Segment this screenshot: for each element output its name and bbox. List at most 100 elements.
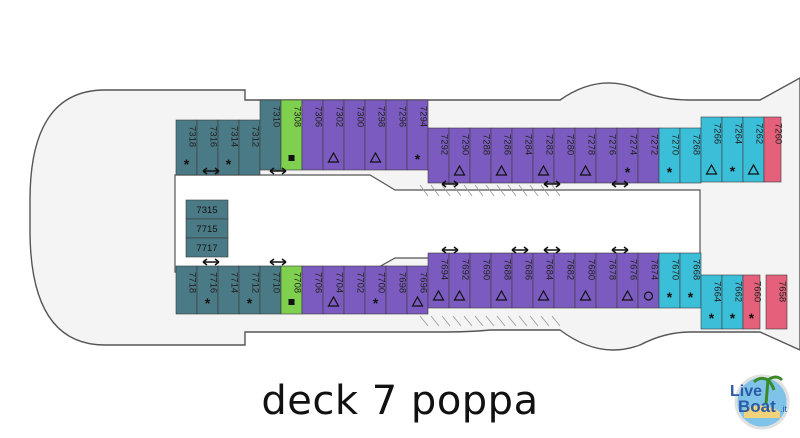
triangle-icon xyxy=(495,164,508,176)
center-cabin-7315[interactable]: 7315 xyxy=(185,199,229,220)
cabin-number: 7692 xyxy=(460,259,471,280)
bottom-cabin-7670[interactable]: 7670* xyxy=(658,252,681,309)
top-cabin-7294[interactable]: 7294* xyxy=(406,99,429,171)
cabin-number: 7706 xyxy=(313,272,324,293)
bottom-cabin-7660[interactable]: 7660* xyxy=(742,274,763,330)
bottom-cabin-7694[interactable]: 7694 xyxy=(427,252,450,309)
star-icon: * xyxy=(709,310,715,326)
star-icon: * xyxy=(247,295,253,311)
top-cabin-7272[interactable]: 7272 xyxy=(637,127,660,184)
bottom-cabin-7684[interactable]: 7684 xyxy=(532,252,555,309)
center-cabin-7715[interactable]: 7715 xyxy=(185,218,229,239)
top-cabin-7276[interactable]: 7276 xyxy=(595,127,618,184)
star-icon: * xyxy=(730,310,736,326)
top-cabin-7278[interactable]: 7278 xyxy=(574,127,597,184)
bottom-cabin-7716[interactable]: 7716* xyxy=(196,265,219,315)
bottom-cabin-7680[interactable]: 7680 xyxy=(574,252,597,309)
triangle-icon xyxy=(537,289,550,301)
top-cabin-7308[interactable]: 7308 xyxy=(280,99,303,171)
bottom-cabin-7668[interactable]: 7668* xyxy=(679,252,702,309)
bottom-cabin-7692[interactable]: 7692 xyxy=(448,252,471,309)
bottom-cabin-7702[interactable]: 7702 xyxy=(343,265,366,315)
top-cabin-7306[interactable]: 7306 xyxy=(301,99,324,171)
top-cabin-7274[interactable]: 7274* xyxy=(616,127,639,184)
deck-title: deck 7 poppa xyxy=(261,378,539,424)
bottom-cabin-7704[interactable]: 7704 xyxy=(322,265,345,315)
bottom-cabin-7706[interactable]: 7706 xyxy=(301,265,324,315)
cabin-fill xyxy=(765,274,788,330)
cabin-number: 7278 xyxy=(586,134,597,155)
cabin-number: 7694 xyxy=(439,259,450,280)
bottom-cabin-7688[interactable]: 7688 xyxy=(490,252,513,309)
bottom-cabin-7686[interactable]: 7686 xyxy=(511,252,534,309)
top-cabin-7284[interactable]: 7284 xyxy=(511,127,534,184)
cabin-fill xyxy=(742,274,761,330)
top-cabin-7314[interactable]: 7314* xyxy=(217,119,240,176)
bottom-cabin-7678[interactable]: 7678 xyxy=(595,252,618,309)
cabin-number: 7260 xyxy=(773,123,784,144)
cabin-number: 7288 xyxy=(481,134,492,155)
center-cabin-7717[interactable]: 7717 xyxy=(185,237,229,258)
island-icon xyxy=(744,405,780,418)
top-cabin-7296[interactable]: 7296 xyxy=(385,99,408,171)
hatch-line xyxy=(419,184,429,197)
triangle-icon xyxy=(327,151,340,163)
top-cabin-7288[interactable]: 7288 xyxy=(469,127,492,184)
top-cabin-7302[interactable]: 7302 xyxy=(322,99,345,171)
bottom-cabin-7718[interactable]: 7718 xyxy=(175,265,198,315)
triangle-icon xyxy=(537,164,550,176)
hatch-line xyxy=(529,315,539,327)
cabin-number: 7310 xyxy=(271,106,282,127)
cabin-number: 7272 xyxy=(649,134,660,155)
top-cabin-7312[interactable]: 7312 xyxy=(238,119,261,176)
bottom-cabin-7690[interactable]: 7690 xyxy=(469,252,492,309)
hatch-line xyxy=(496,184,506,197)
triangle-icon xyxy=(453,289,466,301)
bottom-cabin-7712[interactable]: 7712* xyxy=(238,265,261,315)
top-cabin-7316[interactable]: 7316 xyxy=(196,119,219,176)
bottom-cabin-7674[interactable]: 7674 xyxy=(637,252,660,309)
bottom-cabin-7658[interactable]: 7658 xyxy=(765,274,788,330)
star-icon: * xyxy=(667,289,673,305)
bottom-cabin-7676[interactable]: 7676 xyxy=(616,252,639,309)
bottom-cabin-7708[interactable]: 7708 xyxy=(280,265,303,315)
top-cabin-7262[interactable]: 7262 xyxy=(742,116,765,183)
hatch-line xyxy=(529,184,539,197)
top-cabin-7286[interactable]: 7286 xyxy=(490,127,513,184)
cabin-number: 7682 xyxy=(565,259,576,280)
top-cabin-7270[interactable]: 7270* xyxy=(658,127,681,184)
top-cabin-7264[interactable]: 7264* xyxy=(721,116,744,183)
bottom-cabin-7662[interactable]: 7662* xyxy=(721,274,744,330)
bottom-cabin-7698[interactable]: 7698 xyxy=(385,265,408,315)
connecting-door-icon xyxy=(543,246,561,254)
triangle-icon xyxy=(621,289,634,301)
cabin-number: 7302 xyxy=(334,106,345,127)
top-cabin-7266[interactable]: 7266 xyxy=(700,116,723,183)
bottom-cabin-7682[interactable]: 7682 xyxy=(553,252,576,309)
bottom-cabin-7714[interactable]: 7714 xyxy=(217,265,240,315)
cabin-number: 7676 xyxy=(628,259,639,280)
star-icon: * xyxy=(226,156,232,172)
top-cabin-7280[interactable]: 7280 xyxy=(553,127,576,184)
top-cabin-7268[interactable]: 7268 xyxy=(679,127,702,184)
cabin-number: 7698 xyxy=(397,272,408,293)
hatch-line xyxy=(430,315,440,327)
top-cabin-7310[interactable]: 7310 xyxy=(259,99,282,171)
top-cabin-7260[interactable]: 7260 xyxy=(763,116,784,183)
cabin-number: 7292 xyxy=(439,134,450,155)
bottom-cabin-7664[interactable]: 7664* xyxy=(700,274,723,330)
hatch-line xyxy=(551,184,561,197)
cabin-number: 7715 xyxy=(196,224,217,235)
cabin-number: 7294 xyxy=(418,106,429,127)
top-cabin-7298[interactable]: 7298 xyxy=(364,99,387,171)
top-cabin-7318[interactable]: 7318* xyxy=(175,119,198,176)
bottom-cabin-7710[interactable]: 7710 xyxy=(259,265,282,315)
connecting-door-icon xyxy=(611,180,629,188)
top-cabin-7292[interactable]: 7292 xyxy=(427,127,450,184)
top-cabin-7300[interactable]: 7300 xyxy=(343,99,366,171)
bottom-cabin-7696[interactable]: 7696 xyxy=(406,265,429,315)
hatch-line xyxy=(540,315,550,327)
top-cabin-7282[interactable]: 7282 xyxy=(532,127,555,184)
bottom-cabin-7700[interactable]: 7700* xyxy=(364,265,387,315)
top-cabin-7290[interactable]: 7290 xyxy=(448,127,471,184)
